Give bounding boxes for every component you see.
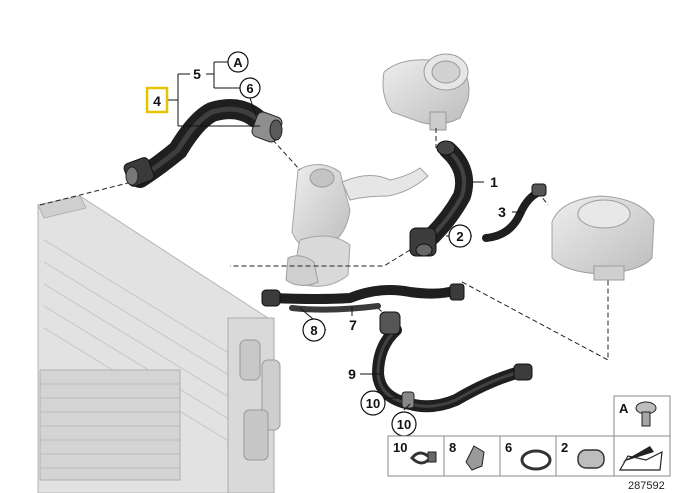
callout-1: 1 bbox=[490, 174, 498, 190]
callout-6: 6 bbox=[239, 77, 261, 99]
o-ring-icon bbox=[520, 449, 552, 471]
hose-4 bbox=[123, 99, 266, 188]
oil-filter-module bbox=[382, 53, 470, 131]
callout-10b: 10 bbox=[391, 411, 417, 437]
svg-text:10: 10 bbox=[393, 440, 407, 455]
legend-item-10: 10 bbox=[393, 440, 437, 465]
thermostat-housing bbox=[285, 164, 429, 287]
bracket-clip-icon bbox=[465, 445, 485, 471]
svg-text:10: 10 bbox=[366, 396, 380, 411]
callout-8: 8 bbox=[302, 318, 326, 342]
callout-A: A bbox=[227, 51, 249, 73]
callout-9: 9 bbox=[348, 366, 356, 382]
callout-10a: 10 bbox=[360, 390, 386, 416]
svg-text:6: 6 bbox=[505, 440, 512, 455]
svg-text:A: A bbox=[233, 55, 243, 70]
svg-text:8: 8 bbox=[310, 323, 317, 338]
legend-item-8: 8 bbox=[449, 440, 485, 471]
hose-1 bbox=[409, 140, 474, 257]
svg-text:6: 6 bbox=[246, 81, 253, 96]
svg-text:A: A bbox=[619, 401, 629, 416]
clamp-ring-icon bbox=[577, 449, 605, 469]
legend-item-2: 2 bbox=[561, 440, 605, 469]
callout-2: 2 bbox=[448, 224, 472, 248]
expansion-tank bbox=[551, 195, 655, 281]
callout-3: 3 bbox=[498, 204, 506, 220]
callout-5: 5 bbox=[193, 66, 201, 82]
parts-legend: 10 8 6 2 A bbox=[387, 395, 671, 477]
svg-text:2: 2 bbox=[561, 440, 568, 455]
svg-text:4: 4 bbox=[153, 93, 161, 109]
diagram-number: 287592 bbox=[628, 480, 665, 492]
legend-item-A: A bbox=[619, 401, 657, 427]
hose-9 bbox=[371, 311, 533, 413]
svg-text:10: 10 bbox=[397, 417, 411, 432]
radiator bbox=[37, 195, 281, 493]
clamp-6 bbox=[251, 111, 283, 143]
svg-text:2: 2 bbox=[456, 229, 463, 244]
hose-7 bbox=[261, 283, 465, 313]
arrow-icon bbox=[618, 446, 663, 471]
callout-7: 7 bbox=[349, 317, 357, 333]
hose-3 bbox=[482, 183, 547, 242]
legend-item-6: 6 bbox=[505, 440, 552, 471]
svg-text:8: 8 bbox=[449, 440, 456, 455]
callout-4: 4 bbox=[145, 86, 169, 114]
